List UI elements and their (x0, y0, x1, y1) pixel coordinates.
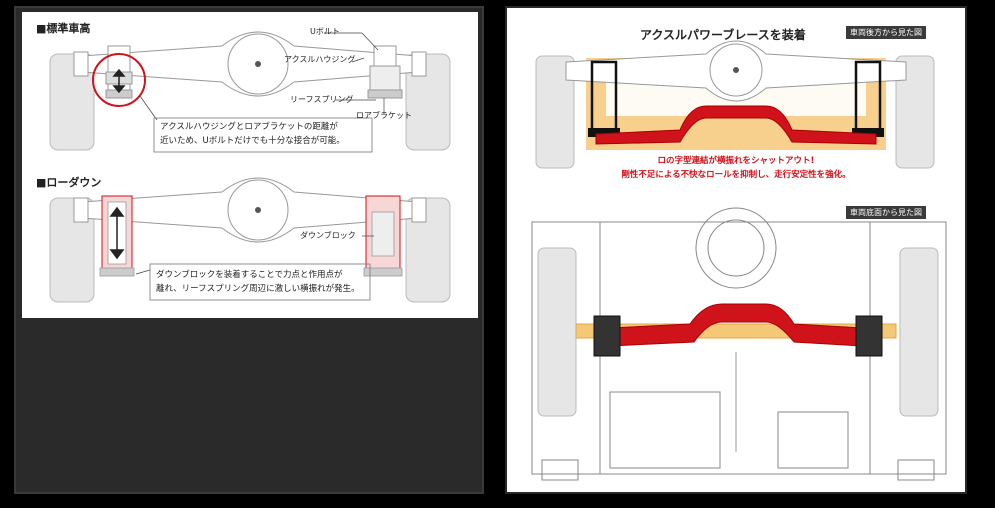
section1-title: ■標準車高 (36, 22, 91, 35)
note1-line2: 近いため、Uボルトだけでも十分な接合が可能。 (160, 136, 345, 146)
highlight-circle (92, 53, 146, 107)
label-down-block: ダウンブロック (300, 231, 356, 240)
label-leaf-spring: リーフスプリング (290, 95, 354, 104)
left-wheel-low (49, 197, 95, 303)
note1-box (153, 117, 373, 153)
power-brace-rear (595, 105, 877, 145)
lowdown-distance-arrow (109, 206, 125, 260)
label-axle-housing: アクスルハウジング (284, 55, 356, 64)
right-leaf-spring-stack (369, 65, 401, 91)
tag-rear-view: 車両後方から見た図 (846, 26, 926, 39)
standard-height-diagram (49, 31, 451, 151)
note1-line1: アクスルハウジングとロアブラケットの距離が (160, 122, 338, 132)
label-ubolt: Uボルト (310, 27, 340, 36)
label-lower-bracket: ロアブラケット (356, 111, 412, 120)
lowdown-diagram (49, 177, 451, 303)
note2-box (149, 263, 371, 301)
left-hub (73, 51, 89, 77)
right-down-block-assembly (363, 195, 403, 277)
right-diagram-drawing (531, 40, 947, 481)
right-wheel-low (405, 197, 451, 303)
tag-bottom-view: 車両底面から見た図 (846, 206, 926, 219)
red-note-line2: 剛性不足による不快なロールを抑制し、走行安定性を強化。 (621, 170, 851, 180)
right-lower-bracket (367, 89, 403, 99)
left-diagram-card: ■標準車高 Uボルト アクスルハウジング リーフスプリング ロアブラケット アク… (22, 12, 478, 318)
left-diagram-drawing (49, 31, 451, 303)
left-wheel (49, 53, 95, 151)
diff-center (255, 61, 261, 67)
bottom-leader-lines (135, 235, 374, 275)
right-title: アクスルパワーブレースを装着 (640, 28, 806, 42)
note2-line1: ダウンブロックを装着することで力点と作用点が (156, 270, 343, 280)
rear-view-diagram (535, 40, 935, 169)
left-down-block-assembly (99, 195, 135, 277)
right-hub (411, 51, 427, 77)
note2-line2: 離れ、リーフスプリング周辺に激しい横振れが発生。 (156, 284, 360, 294)
distance-arrow (112, 68, 126, 94)
right-wheel (405, 53, 451, 151)
bottom-view-diagram (531, 207, 947, 481)
top-leader-lines (139, 32, 385, 121)
right-diagram-card: アクスルパワーブレースを装着 車両後方から見た図 ロの字型連結が横振れをシャット… (510, 12, 962, 488)
section2-title: ■ローダウン (36, 176, 102, 189)
red-note-line1: ロの字型連結が横振れをシャットアウト! (657, 156, 815, 166)
